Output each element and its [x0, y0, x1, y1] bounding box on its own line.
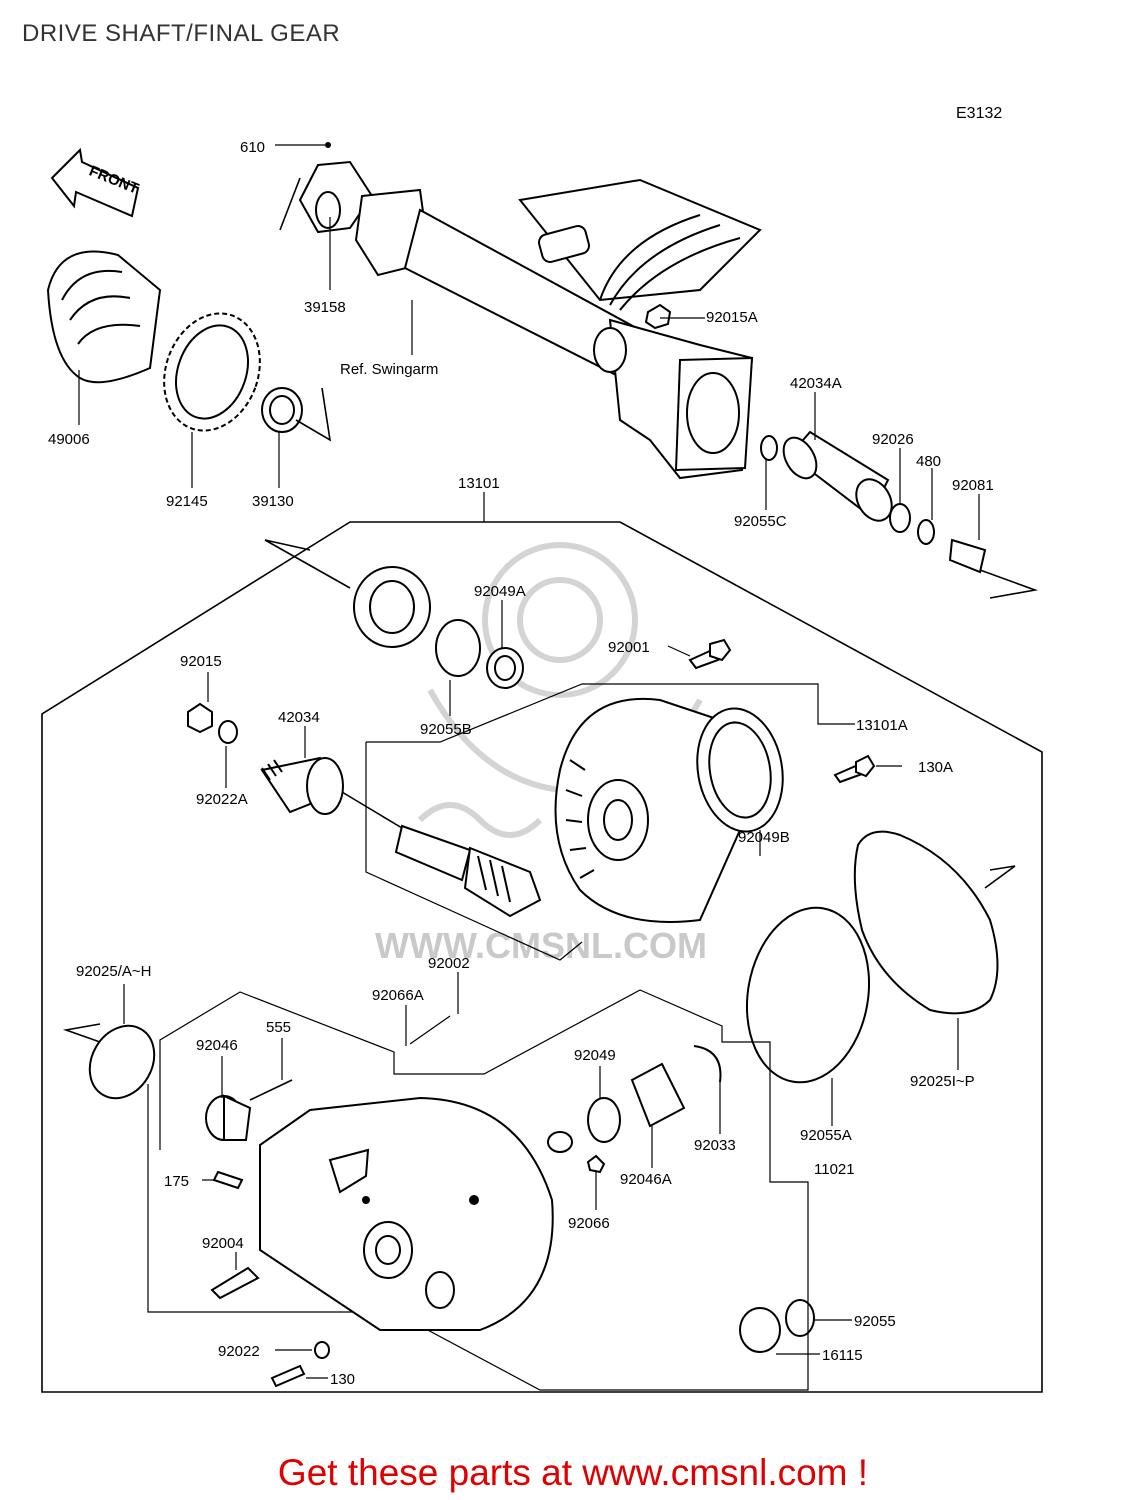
gasket-pointer — [984, 865, 1016, 889]
part-label[interactable]: 92049A — [474, 583, 526, 600]
leader-lines-lower — [123, 600, 959, 1379]
part-label[interactable]: 92022A — [196, 791, 248, 808]
part-label[interactable]: 92002 — [428, 955, 470, 972]
drive-pinion-shaft-illustration — [341, 791, 542, 918]
part-label[interactable]: 92049 — [574, 1047, 616, 1064]
part-label[interactable]: 92046A — [620, 1171, 672, 1188]
part-label[interactable]: 92046 — [196, 1037, 238, 1054]
footer-link[interactable]: Get these parts at www.cmsnl.com ! — [277, 1452, 869, 1493]
part-label[interactable]: 92066A — [372, 987, 424, 1004]
shim-92025-A-H-illustration — [88, 1024, 156, 1100]
part-label[interactable]: 11021 — [814, 1161, 855, 1178]
o-ring-92055C-icon — [760, 435, 778, 461]
swingarm-illustration — [279, 160, 762, 480]
nut-92015-icon — [187, 702, 213, 734]
o-ring-92055B-icon — [435, 619, 481, 677]
small-parts-lower-illustration — [210, 1015, 815, 1388]
part-labels: 610 39158 Ref. Swingarm 92015A 42034A 49… — [48, 139, 994, 1388]
part-label[interactable]: 92066 — [568, 1215, 610, 1232]
ref-swingarm-label: Ref. Swingarm — [340, 361, 438, 378]
part-label[interactable]: 49006 — [48, 431, 90, 448]
part-label[interactable]: 92049B — [738, 829, 790, 846]
part-label[interactable]: 92033 — [694, 1137, 736, 1154]
collar-39130-illustration — [261, 387, 332, 442]
watermark-text: WWW.CMSNL.COM — [375, 925, 707, 966]
part-label[interactable]: 92055B — [420, 721, 472, 738]
part-label[interactable]: 92145 — [166, 493, 208, 510]
washer-92022A-icon — [218, 720, 238, 744]
bearing-92046-illustration — [205, 1094, 252, 1141]
spring-92145-illustration — [163, 312, 261, 432]
oil-seal-illustration — [353, 566, 431, 648]
part-label[interactable]: 13101 — [458, 475, 500, 492]
diagram-code: E3132 — [956, 105, 1002, 122]
oil-seal-92049B-illustration — [696, 707, 784, 833]
part-label[interactable]: 92055A — [800, 1127, 852, 1144]
gasket-92025I-P-illustration — [853, 830, 999, 1015]
part-label[interactable]: 130A — [918, 759, 953, 776]
front-arrow-icon: FRONT — [50, 147, 141, 218]
part-label[interactable]: 480 — [916, 453, 941, 470]
bolt-130A-icon — [833, 754, 876, 784]
small-rings-illustration — [889, 503, 1039, 599]
part-label[interactable]: 92004 — [202, 1235, 244, 1252]
part-label[interactable]: 92026 — [872, 431, 914, 448]
page-title: DRIVE SHAFT/FINAL GEAR — [22, 20, 341, 47]
boot-49006-illustration — [46, 250, 162, 384]
final-gear-case-11021-illustration — [259, 1096, 554, 1331]
leader-lines-top — [78, 142, 980, 540]
sub-assembly-frame — [365, 683, 855, 961]
part-label[interactable]: 92022 — [218, 1343, 260, 1360]
shim-pointer — [62, 1023, 101, 1043]
part-label[interactable]: 42034A — [790, 375, 842, 392]
pinion-42034-illustration — [260, 756, 344, 815]
spacer-42034A-illustration — [782, 430, 893, 522]
part-label[interactable]: 92015A — [706, 309, 758, 326]
part-label[interactable]: 13101A — [856, 717, 908, 734]
bolt-92001-icon — [688, 638, 732, 670]
part-label[interactable]: 16115 — [822, 1347, 863, 1364]
part-label[interactable]: 39158 — [304, 299, 346, 316]
ring-gear-13101A-illustration — [554, 697, 742, 923]
part-label[interactable]: 92081 — [952, 477, 994, 494]
part-label[interactable]: 92001 — [608, 639, 650, 656]
assembly-13101-frame — [41, 492, 1043, 1393]
part-label[interactable]: 92025/A~H — [76, 963, 151, 980]
o-ring-92055A-illustration — [745, 906, 871, 1084]
lower-frame — [147, 989, 809, 1391]
part-label[interactable]: 42034 — [278, 709, 320, 726]
part-label[interactable]: 175 — [164, 1173, 189, 1190]
part-label[interactable]: 39130 — [252, 493, 294, 510]
part-label[interactable]: 130 — [330, 1371, 355, 1388]
part-label[interactable]: 92055C — [734, 513, 787, 530]
pin-555-icon — [249, 1079, 293, 1101]
part-label[interactable]: 92025I~P — [910, 1073, 975, 1090]
bearing-92049A-illustration — [486, 647, 524, 689]
part-label[interactable]: 555 — [266, 1019, 291, 1036]
part-label[interactable]: 92055 — [854, 1313, 896, 1330]
part-label[interactable]: 610 — [240, 139, 265, 156]
part-label[interactable]: 92015 — [180, 653, 222, 670]
